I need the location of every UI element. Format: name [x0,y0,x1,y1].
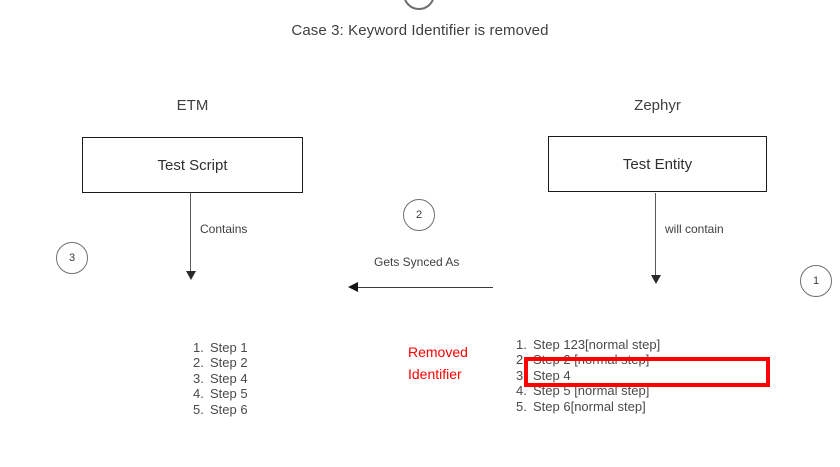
step-number: 3. [516,367,527,383]
marker-circle-2: 2 [403,199,435,231]
entity-box-left-label: Test Script [157,156,228,174]
step-text: Step 6 [210,401,248,417]
removed-identifier-line2: Identifier [408,366,462,382]
step-text: Step 2 [210,355,248,371]
contains-arrow-line [190,193,192,273]
step-text: Step 1 [210,340,248,355]
list-item: 1. Step 1 [193,340,248,355]
step-number: 4. [516,383,527,399]
sync-arrow-label: Gets Synced As [374,255,460,269]
step-list-left: 1. Step 1 2. Step 2 3. Step 4 4. Step 5 5. St… [193,340,248,417]
step-text: Step 4 [533,367,571,383]
marker-circle-1: 1 [800,265,832,297]
will-contain-arrow-line [655,193,657,277]
step-text: Step 6[normal step] [533,398,646,414]
marker-circle-3-label: 3 [68,252,76,264]
column-heading-left: ETM [176,97,209,114]
step-text: Step 4 [210,370,248,386]
step-number: 1. [193,340,204,355]
step-number: 1. [516,337,527,352]
list-item: 2. Step 2 [193,355,248,370]
sync-arrow-line [356,287,493,289]
step-number: 3. [193,370,204,386]
marker-circle-3: 3 [56,242,88,274]
step-number: 5. [193,401,204,417]
list-item: 5. Step 6 [193,402,248,417]
will-contain-arrow-head-icon [651,275,661,284]
contains-arrow-label: Contains [200,222,248,236]
list-item: 3. Step 4 [193,371,248,386]
removed-identifier-line1: Removed [408,344,468,360]
column-heading-right: Zephyr [634,97,681,114]
list-item: 3. Step 4 [516,368,660,383]
removed-identifier-annotation: Removed Identifier [408,341,468,385]
step-number: 2. [193,355,204,371]
marker-circle-top-cutoff [403,0,435,10]
step-list-right: 1.Step 123[normal step] 2.Step 2 [normal… [516,337,660,414]
entity-box-test-entity: Test Entity [548,136,767,192]
marker-circle-1-label: 1 [812,275,820,287]
entity-box-right-label: Test Entity [622,155,693,173]
step-text: Step 123[normal step] [533,337,661,352]
page-title: Case 3: Keyword Identifier is removed [291,22,549,39]
sync-arrow-head-icon [348,282,358,292]
step-number: 2. [516,352,527,368]
step-number: 5. [516,398,527,414]
list-item: 1. Step 123[normal step] [516,337,660,352]
contains-arrow-head-icon [186,271,196,280]
highlight-rectangle [524,357,770,387]
step-text: Step 5 [210,386,248,402]
entity-box-test-script: Test Script [82,137,303,193]
list-item: 4. Step 5 [193,386,248,401]
marker-circle-2-label: 2 [415,209,423,221]
step-number: 4. [193,386,204,402]
will-contain-arrow-label: will contain [665,222,724,236]
list-item: 5. Step 6[normal step] [516,399,660,414]
